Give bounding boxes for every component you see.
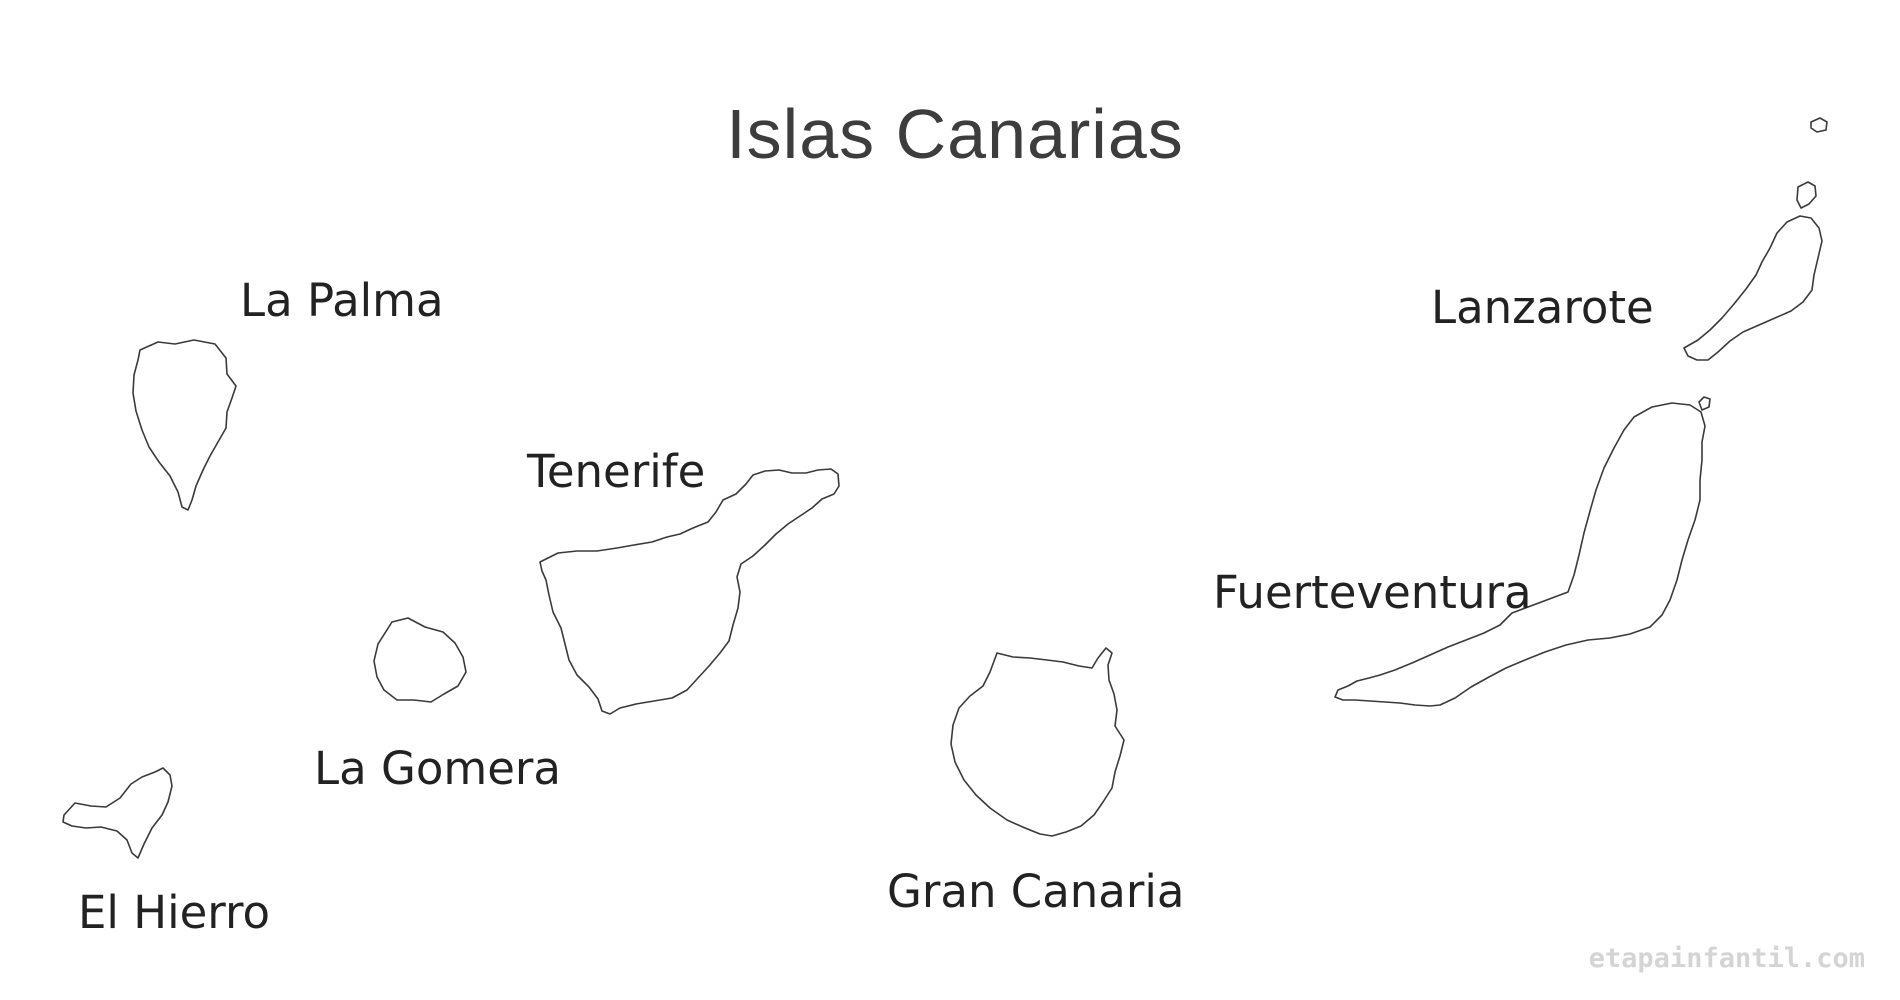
- label-tenerife: Tenerife: [526, 445, 705, 498]
- label-gran-canaria: Gran Canaria: [887, 865, 1184, 918]
- label-la-gomera: La Gomera: [314, 742, 561, 795]
- island-la-palma: [132, 339, 237, 511]
- label-fuerteventura: Fuerteventura: [1213, 566, 1532, 619]
- label-el-hierro: El Hierro: [78, 886, 270, 939]
- island-el-hierro: [62, 767, 173, 859]
- island-tenerife: [539, 468, 840, 715]
- watermark: etapainfantil.com: [1589, 943, 1865, 974]
- island-fuerteventura: [1334, 402, 1706, 707]
- island-lanzarote: [1683, 215, 1823, 361]
- island-la-graciosa: [1796, 181, 1817, 209]
- island-la-gomera: [373, 617, 467, 703]
- island-gran-canaria: [950, 647, 1125, 837]
- label-lanzarote: Lanzarote: [1431, 281, 1654, 334]
- map-title: Islas Canarias: [726, 95, 1184, 173]
- island-alegranza: [1810, 117, 1828, 133]
- label-la-palma: La Palma: [240, 274, 444, 327]
- island-lobos: [1698, 396, 1711, 411]
